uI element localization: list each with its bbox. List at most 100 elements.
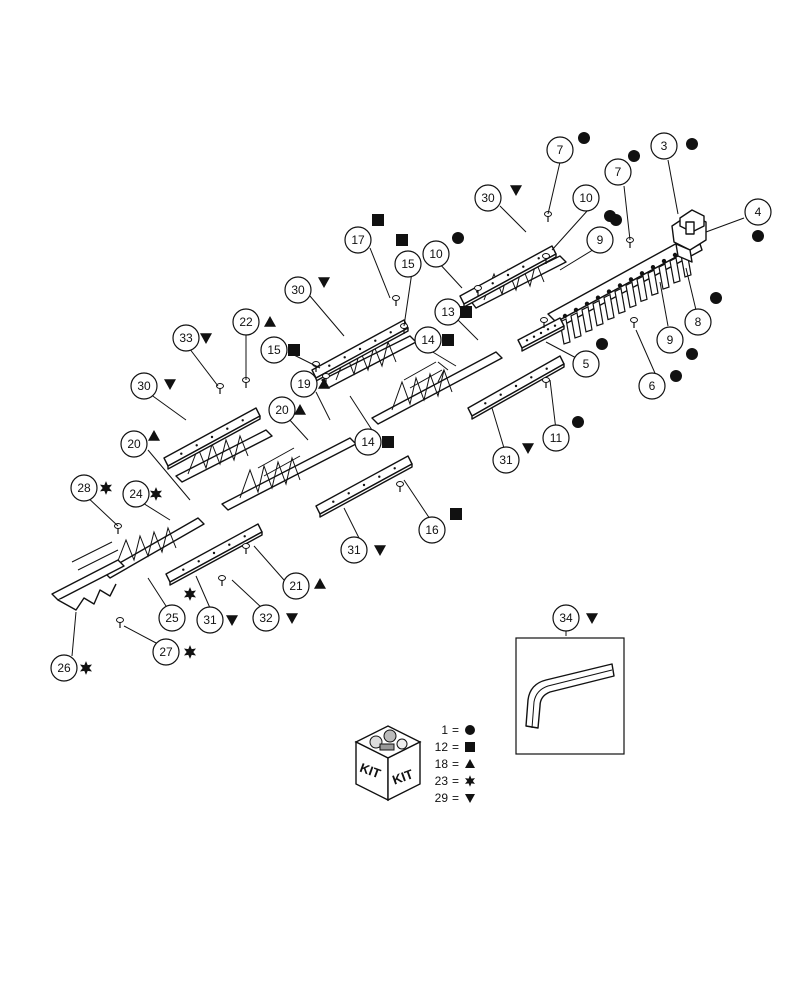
callout-15: 15 <box>394 234 422 278</box>
square-symbol-icon <box>450 508 462 520</box>
down-triangle-symbol-icon <box>286 613 298 624</box>
callout-number: 24 <box>129 487 143 501</box>
callout-number: 15 <box>267 343 281 357</box>
bolt-icon <box>116 617 124 628</box>
circle-symbol-icon <box>752 230 764 242</box>
flat-bar <box>163 407 261 470</box>
callout-32: 32 <box>252 604 298 632</box>
bolt-icon <box>474 285 482 296</box>
callout-15: 15 <box>260 336 300 364</box>
callout-bubble <box>604 158 632 186</box>
circle-symbol-icon <box>686 138 698 150</box>
callout-number: 14 <box>421 333 435 347</box>
callout-number: 3 <box>661 139 668 153</box>
guard-section-4 <box>175 429 273 483</box>
guard-section-3 <box>371 351 503 425</box>
callout-bubble <box>354 428 382 456</box>
flat-bar <box>315 455 413 518</box>
callout-7: 7 <box>546 132 590 164</box>
callout-20: 20 <box>268 396 306 424</box>
circle-symbol-icon <box>628 150 640 162</box>
down-triangle-symbol-icon <box>226 615 238 626</box>
flat-bar <box>165 523 263 586</box>
callout-bubble <box>284 276 312 304</box>
square-symbol-icon <box>465 742 475 752</box>
callout-7: 7 <box>604 150 640 186</box>
callout-number: 31 <box>347 543 361 557</box>
callout-number: 25 <box>165 611 179 625</box>
callout-bubble <box>344 226 372 254</box>
callout-bubble <box>50 654 78 682</box>
callout-31: 31 <box>340 536 386 564</box>
callout-bubble <box>70 474 98 502</box>
callout-number: 19 <box>297 377 311 391</box>
callout-number: 14 <box>361 435 375 449</box>
callout-bubble <box>552 604 580 632</box>
break-lines <box>71 361 449 571</box>
kit-contents-icon <box>369 729 408 751</box>
kit-legend: 1=12=18=23=29= <box>435 723 475 805</box>
callout-number: 5 <box>583 357 590 371</box>
callout-22: 22 <box>232 308 276 336</box>
callout-21: 21 <box>282 572 326 600</box>
circle-symbol-icon <box>670 370 682 382</box>
legend-equals: = <box>452 774 459 788</box>
legend-count: 18 <box>435 757 449 771</box>
callout-6: 6 <box>638 370 682 400</box>
circle-symbol-icon <box>578 132 590 144</box>
star-symbol-icon <box>80 661 92 675</box>
bolt-icon <box>542 377 550 388</box>
callout-bubble <box>572 350 600 378</box>
legend-equals: = <box>452 791 459 805</box>
circle-symbol-icon <box>452 232 464 244</box>
down-triangle-symbol-icon <box>586 613 598 624</box>
callout-8: 8 <box>684 292 722 336</box>
callout-30: 30 <box>474 184 522 212</box>
callout-10: 10 <box>572 184 616 222</box>
callout-bubble <box>340 536 368 564</box>
guard-section-6 <box>103 517 205 579</box>
callout-bubble <box>650 132 678 160</box>
circle-symbol-icon <box>710 292 722 304</box>
bolt-icon <box>540 317 548 328</box>
callout-4: 4 <box>744 198 772 242</box>
bolt-icon <box>216 383 224 394</box>
square-symbol-icon <box>442 334 454 346</box>
callout-number: 26 <box>57 661 71 675</box>
legend-equals: = <box>452 757 459 771</box>
square-symbol-icon <box>372 214 384 226</box>
allen-wrench-icon <box>525 663 615 729</box>
callout-24: 24 <box>122 480 162 508</box>
callout-bubble <box>744 198 772 226</box>
callout-number: 6 <box>649 379 656 393</box>
down-triangle-symbol-icon <box>318 277 330 288</box>
callout-bubble <box>158 604 186 632</box>
triangle-symbol-icon <box>318 378 330 389</box>
callout-number: 16 <box>425 523 439 537</box>
circle-symbol-icon <box>596 338 608 350</box>
callout-bubble <box>252 604 280 632</box>
callout-number: 32 <box>259 611 273 625</box>
callout-bubble <box>120 430 148 458</box>
callout-number: 10 <box>429 247 443 261</box>
circle-symbol-icon <box>465 725 475 735</box>
bolt-icon <box>218 575 226 586</box>
callout-number: 4 <box>755 205 762 219</box>
callout-28: 28 <box>70 474 112 502</box>
star-symbol-icon <box>100 481 112 495</box>
bolt-icon <box>542 253 550 264</box>
wrench-inset <box>515 637 625 755</box>
callout-bubble <box>260 336 288 364</box>
down-triangle-symbol-icon <box>465 794 475 803</box>
flat-bar <box>517 317 565 352</box>
callout-3: 3 <box>650 132 698 160</box>
callout-bubble <box>572 184 600 212</box>
callout-bubble <box>172 324 200 352</box>
callout-number: 34 <box>559 611 573 625</box>
callout-bubble <box>638 372 666 400</box>
legend-count: 12 <box>435 740 449 754</box>
down-triangle-symbol-icon <box>374 545 386 556</box>
triangle-symbol-icon <box>264 316 276 327</box>
legend-row: 23= <box>435 774 475 788</box>
